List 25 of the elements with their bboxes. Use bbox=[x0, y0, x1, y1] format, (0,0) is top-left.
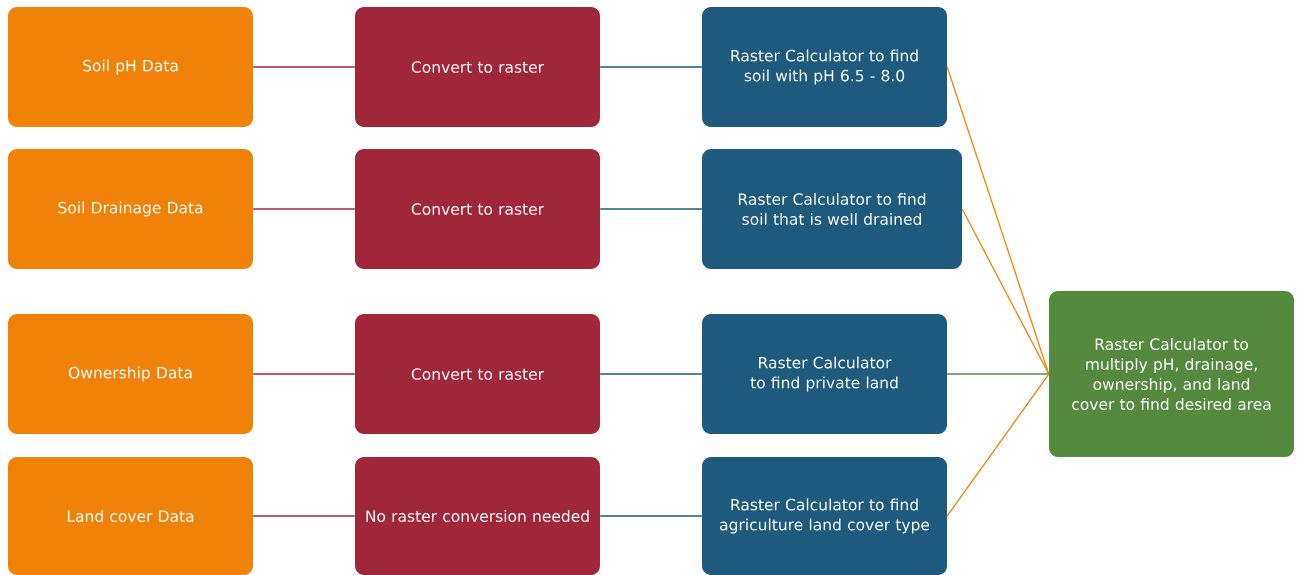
process-box: Convert to raster bbox=[355, 314, 600, 434]
connector-line bbox=[252, 373, 356, 375]
connector-line bbox=[961, 208, 1050, 375]
connector-line bbox=[252, 208, 356, 210]
process-box: Soil pH Data bbox=[8, 7, 253, 127]
process-box: Convert to raster bbox=[355, 149, 600, 269]
process-box: No raster conversion needed bbox=[355, 457, 600, 575]
connector-line bbox=[252, 66, 356, 68]
connector-line bbox=[946, 373, 1050, 517]
connector-line bbox=[599, 208, 703, 210]
process-box: Raster Calculator to find private land bbox=[702, 314, 947, 434]
process-box: Raster Calculator to multiply pH, drainage, ownership, and land cover to find desired area bbox=[1049, 291, 1294, 457]
process-box: Convert to raster bbox=[355, 7, 600, 127]
connector-line bbox=[252, 515, 356, 517]
connector-line bbox=[599, 66, 703, 68]
connector-line bbox=[599, 373, 703, 375]
process-box: Ownership Data bbox=[8, 314, 253, 434]
process-box: Land cover Data bbox=[8, 457, 253, 575]
connector-line bbox=[946, 373, 1050, 375]
process-box: Raster Calculator to find soil with pH 6.5 - 8.0 bbox=[702, 7, 947, 127]
connector-line bbox=[946, 66, 1050, 375]
process-box: Soil Drainage Data bbox=[8, 149, 253, 269]
process-box: Raster Calculator to find soil that is well drained bbox=[702, 149, 962, 269]
process-box: Raster Calculator to find agriculture land cover type bbox=[702, 457, 947, 575]
connector-line bbox=[599, 515, 703, 517]
